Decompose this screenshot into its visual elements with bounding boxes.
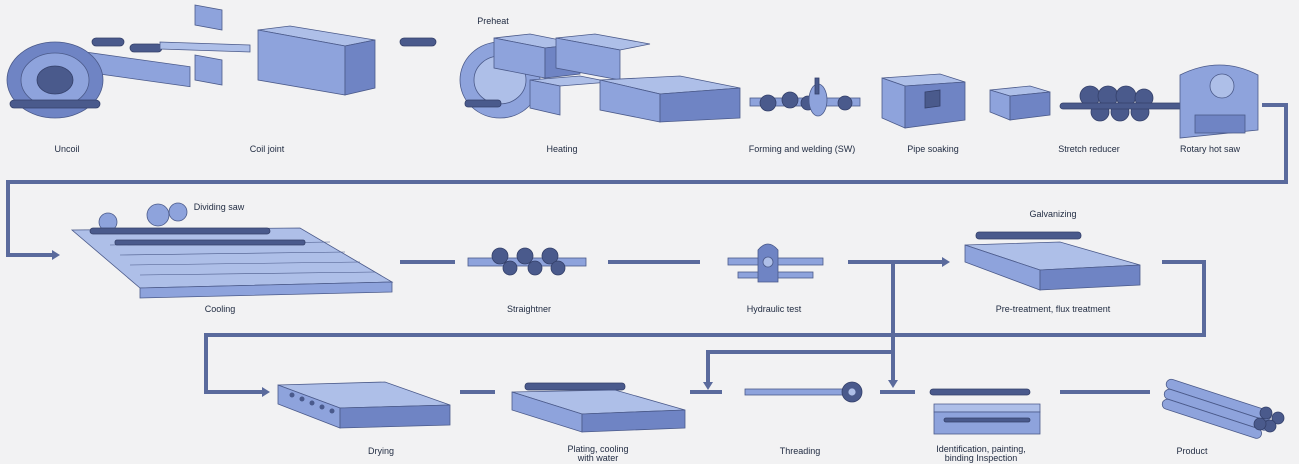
uncoil-machine xyxy=(6,37,191,119)
flow-lines xyxy=(6,103,1288,397)
label-threading: Threading xyxy=(780,446,821,456)
label-heating: Heating xyxy=(546,144,577,154)
arrow-head xyxy=(888,380,898,388)
arrow-head xyxy=(262,387,270,397)
plating-cooling-tank xyxy=(511,382,686,433)
label-dividing-saw: Dividing saw xyxy=(194,202,245,212)
pretreatment-tank xyxy=(964,231,1141,291)
threading-machine xyxy=(744,381,863,403)
label-hydraulic-test: Hydraulic test xyxy=(747,304,802,314)
label-preheat: Preheat xyxy=(477,16,509,26)
identification-station xyxy=(929,388,1041,435)
label-plating-line2: with water xyxy=(577,453,619,463)
labels: Uncoil Coil joint Preheat Heating Formin… xyxy=(54,16,1240,463)
drying-oven xyxy=(277,381,451,429)
label-plating-line1: Plating, cooling xyxy=(567,444,628,454)
rotary-hot-saw-machine xyxy=(1179,64,1259,139)
arrow-head xyxy=(703,382,713,390)
label-coil-joint: Coil joint xyxy=(250,144,285,154)
straightner-machine xyxy=(467,247,587,276)
coil-joint-machine xyxy=(159,4,437,96)
label-stretch-reducer: Stretch reducer xyxy=(1058,144,1120,154)
forming-welding-machine xyxy=(749,77,861,117)
heating-furnace xyxy=(459,33,741,123)
flow-bypass-to-threading xyxy=(706,350,893,384)
arrow-head xyxy=(52,250,60,260)
label-uncoil: Uncoil xyxy=(54,144,79,154)
product-pipe-bundle xyxy=(1161,378,1285,439)
hydraulic-test-machine xyxy=(727,243,824,283)
label-cooling: Cooling xyxy=(205,304,236,314)
label-pretreatment: Pre-treatment, flux treatment xyxy=(996,304,1111,314)
label-rotary-hot-saw: Rotary hot saw xyxy=(1180,144,1241,154)
arrow-head xyxy=(942,257,950,267)
label-pipe-soaking: Pipe soaking xyxy=(907,144,959,154)
label-forming-welding: Forming and welding (SW) xyxy=(749,144,856,154)
flow-row1-to-row2 xyxy=(6,103,1288,257)
flow-row2-to-row3 xyxy=(204,260,1206,394)
cooling-bed xyxy=(70,202,394,299)
label-galvanizing: Galvanizing xyxy=(1029,209,1076,219)
label-drying: Drying xyxy=(368,446,394,456)
stretch-reducer-machine xyxy=(989,85,1211,122)
pipe-soaking-machine xyxy=(881,73,966,129)
label-identification-line1: Identification, painting, xyxy=(936,444,1026,454)
label-straightner: Straightner xyxy=(507,304,551,314)
label-identification-line2: binding Inspection xyxy=(945,453,1018,463)
label-product: Product xyxy=(1176,446,1208,456)
